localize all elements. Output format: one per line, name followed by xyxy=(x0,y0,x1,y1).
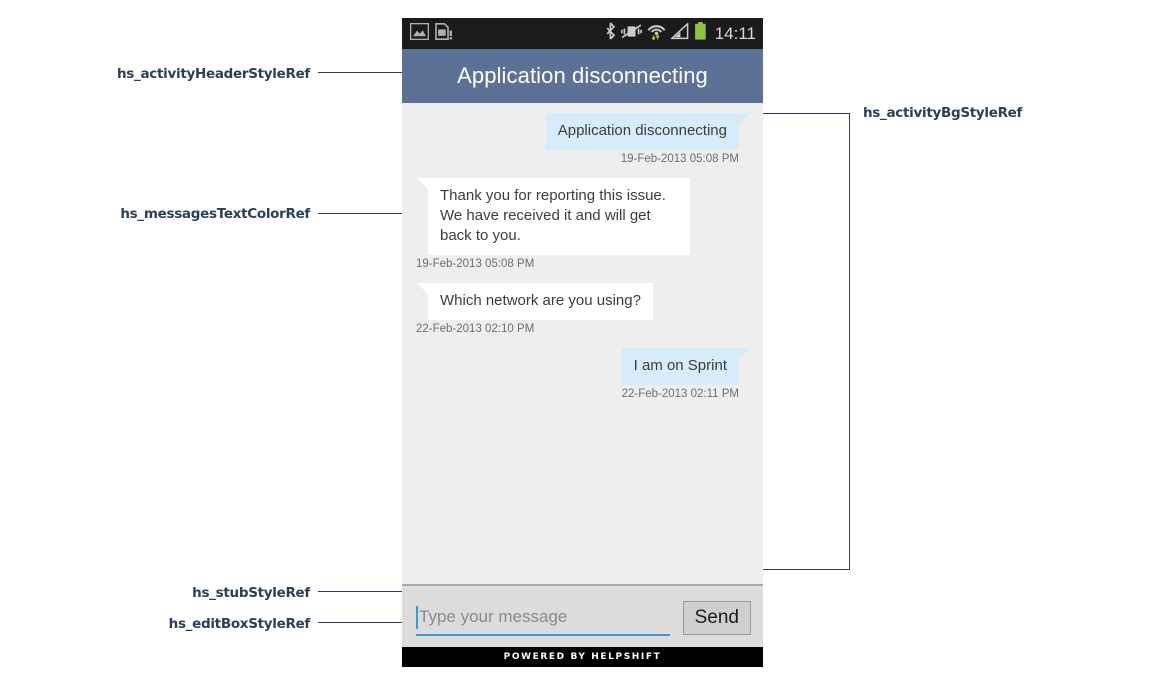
text-caret xyxy=(416,605,418,629)
status-bar: 14:11 xyxy=(402,18,763,49)
stub-divider xyxy=(402,584,763,589)
message-timestamp: 22-Feb-2013 02:10 PM xyxy=(416,323,535,335)
annotation-leader-stub xyxy=(318,591,402,592)
message-bubble-incoming[interactable]: Which network are you using? xyxy=(417,283,653,320)
message-timestamp: 19-Feb-2013 05:08 PM xyxy=(416,258,535,270)
annotation-leader-messages-text-color xyxy=(318,213,402,214)
message-timestamp: 22-Feb-2013 02:11 PM xyxy=(621,388,739,400)
powered-by-footer: POWERED BY HELPSHIFT xyxy=(402,647,763,667)
annotation-leader-activity-header xyxy=(318,72,402,73)
cellular-signal-icon xyxy=(669,21,689,45)
message-bubble-outgoing[interactable]: I am on Sprint xyxy=(621,348,751,385)
message-input-wrapper[interactable] xyxy=(416,600,670,636)
battery-icon xyxy=(694,22,707,45)
annotation-label-activity-bg: hs_activityBgStyleRef xyxy=(863,105,1023,121)
message-bubble-incoming[interactable]: Thank you for reporting this issue. We h… xyxy=(417,178,690,255)
annotation-label-edit-box: hs_editBoxStyleRef xyxy=(168,616,311,632)
message-timestamp: 19-Feb-2013 05:08 PM xyxy=(620,153,739,165)
annotation-label-stub: hs_stubStyleRef xyxy=(192,585,310,601)
annotation-bracket-side xyxy=(849,113,850,570)
message-bubble-outgoing[interactable]: Application disconnecting xyxy=(545,113,751,150)
message-row: Thank you for reporting this issue. We h… xyxy=(416,178,751,270)
message-row: Application disconnecting 19-Feb-2013 05… xyxy=(416,113,751,165)
send-button[interactable]: Send xyxy=(682,601,751,635)
sim-card-alert-icon xyxy=(435,22,453,45)
page-title: Application disconnecting xyxy=(457,63,708,88)
conversation-list[interactable]: Application disconnecting 19-Feb-2013 05… xyxy=(402,103,763,584)
status-bar-right-icons: 14:11 xyxy=(605,21,756,45)
status-bar-clock: 14:11 xyxy=(714,24,756,43)
annotation-leader-edit-box xyxy=(318,622,402,623)
footer-text: POWERED BY HELPSHIFT xyxy=(503,652,662,662)
vibrate-off-icon xyxy=(620,23,642,45)
phone-screen: 14:11 Application disconnecting Applicat… xyxy=(402,18,763,667)
activity-header: Application disconnecting xyxy=(402,49,763,103)
annotation-bracket-top xyxy=(763,113,850,114)
status-bar-left-icons xyxy=(409,22,605,45)
annotation-label-messages-text-color: hs_messagesTextColorRef xyxy=(120,206,310,222)
composer-bar: Send xyxy=(402,589,763,647)
wifi-data-icon xyxy=(647,22,666,45)
message-row: Which network are you using? 22-Feb-2013… xyxy=(416,283,751,335)
annotation-label-activity-header: hs_activityHeaderStyleRef xyxy=(117,66,310,82)
annotation-bracket-bottom xyxy=(763,569,850,570)
bluetooth-icon xyxy=(605,22,616,45)
message-input[interactable] xyxy=(419,607,670,627)
message-row: I am on Sprint 22-Feb-2013 02:11 PM xyxy=(416,348,751,400)
image-icon xyxy=(409,22,430,45)
